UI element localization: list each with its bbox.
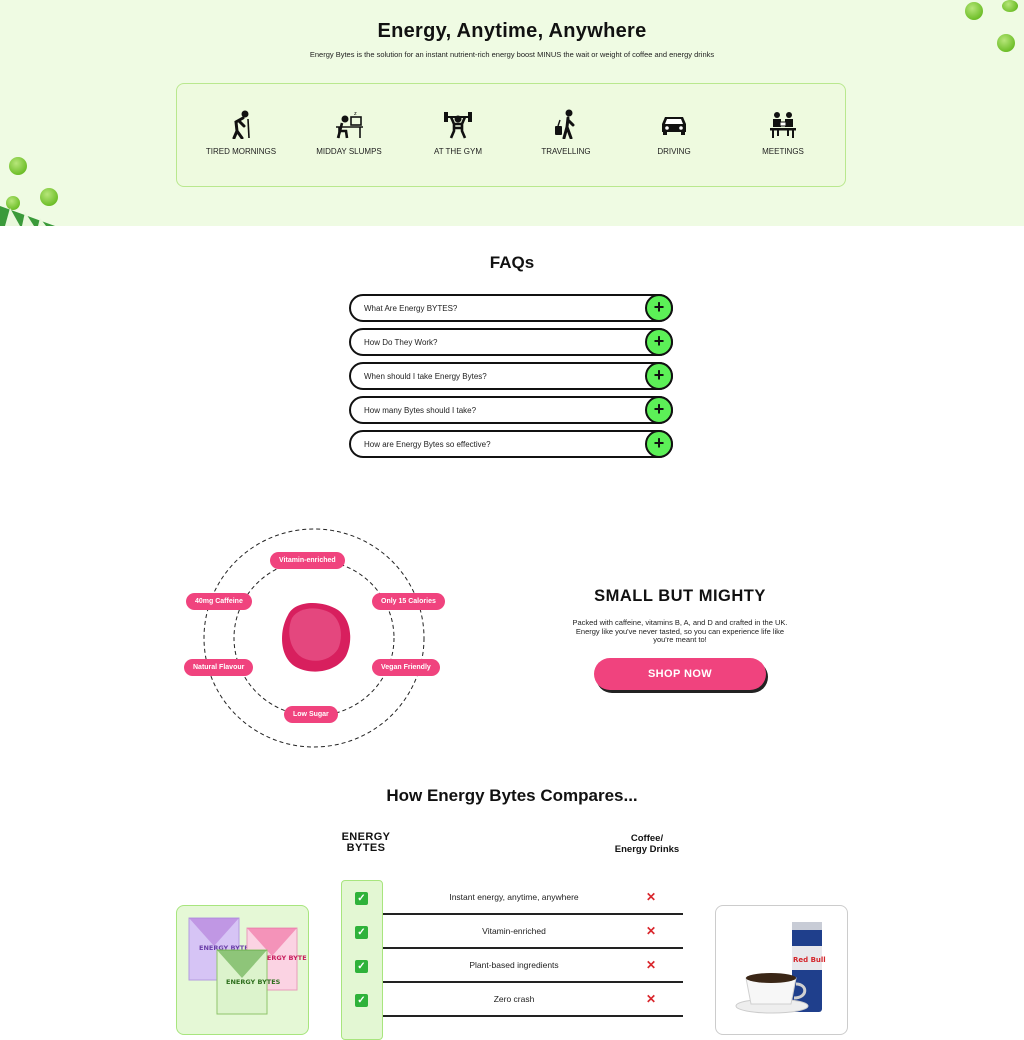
occasion-label: TIRED MORNINGS (205, 147, 277, 156)
occasion-label: AT THE GYM (433, 147, 482, 156)
cross-icon: ✕ (646, 890, 657, 904)
gummy-decoration (965, 2, 983, 20)
competitor-heading-line: Energy Drinks (614, 844, 680, 855)
faq-item[interactable]: How many Bytes should I take? + (349, 396, 673, 424)
occasion-meetings: MEETINGS (733, 109, 833, 156)
package-stripes-decoration (0, 206, 55, 226)
faq-question: How are Energy Bytes so effective? (364, 440, 491, 449)
row-divider (383, 913, 683, 915)
faq-item[interactable]: When should I take Energy Bytes? + (349, 362, 673, 390)
cross-icon: ✕ (646, 924, 657, 938)
occasion-label: MIDDAY SLUMPS (316, 147, 382, 156)
faq-question: When should I take Energy Bytes? (364, 372, 487, 381)
gummy-decoration (997, 34, 1015, 52)
can-label: Red Bull (793, 956, 826, 964)
faq-title: FAQs (489, 253, 535, 272)
occasions-card: TIRED MORNINGS z MIDDAY SLUMPS AT THE GY… (176, 83, 846, 187)
occasion-tired-mornings: TIRED MORNINGS (191, 109, 291, 156)
feature-tag-flavour: Natural Flavour (184, 659, 254, 676)
comparison-title: How Energy Bytes Compares... (386, 786, 638, 805)
shop-now-button[interactable]: SHOP NOW (594, 658, 766, 690)
occasion-at-the-gym: AT THE GYM (408, 109, 508, 156)
energy-bytes-product-image: ENERGY BYTES ENERGY BYTES ENERGY BYTES (176, 905, 312, 1035)
plus-icon[interactable]: + (645, 294, 673, 322)
plus-icon[interactable]: + (645, 328, 673, 356)
feature-tag-caffeine: 40mg Caffeine (186, 593, 252, 610)
feature-tag-vegan: Vegan Friendly (372, 659, 440, 676)
comparison-row-label: Zero crash (493, 994, 535, 1004)
meeting-icon (770, 112, 796, 138)
hero-title: Energy, Anytime, Anywhere (377, 20, 647, 42)
coffee-cup-and-can-illustration: Red Bull (735, 922, 826, 1014)
plus-icon[interactable]: + (645, 430, 673, 458)
row-divider (383, 1015, 683, 1017)
competitor-heading: Coffee/ Energy Drinks (597, 833, 697, 855)
occasion-midday-slumps: z MIDDAY SLUMPS (299, 109, 399, 156)
occasion-driving: DRIVING (624, 109, 724, 156)
faq-item[interactable]: How Do They Work? + (349, 328, 673, 356)
car-icon (662, 117, 686, 135)
desk-worker-icon: z (336, 111, 363, 139)
plus-icon[interactable]: + (645, 362, 673, 390)
check-icon: ✓ (355, 892, 368, 905)
comparison-row-label: Plant-based ingredients (469, 960, 559, 970)
pack-label: ENERGY BYTES (199, 944, 254, 952)
occasion-travelling: TRAVELLING (516, 109, 616, 156)
logo-line: ENERGY (341, 831, 391, 843)
occasion-label: DRIVING (657, 147, 691, 156)
product-packs-illustration: ENERGY BYTES ENERGY BYTES ENERGY BYTES (188, 917, 312, 1015)
faq-item[interactable]: What Are Energy BYTES? + (349, 294, 673, 322)
row-divider (383, 947, 683, 949)
competitor-heading-line: Coffee/ (630, 833, 664, 844)
gummy-decoration (9, 157, 27, 175)
tired-person-icon (232, 110, 250, 139)
faq-question: How many Bytes should I take? (364, 406, 477, 415)
weightlifter-icon (444, 112, 472, 139)
cross-icon: ✕ (646, 958, 657, 972)
energy-bytes-logo: ENERGY BYTES (326, 832, 406, 854)
features-diagram: Vitamin-enriched 40mg Caffeine Only 15 C… (170, 518, 460, 758)
svg-text:z: z (354, 111, 357, 117)
coffee-energy-drink-image: Red Bull (715, 905, 848, 1035)
traveller-suitcase-icon (555, 109, 575, 139)
hero-section: Energy, Anytime, Anywhere Energy Bytes i… (0, 0, 1024, 226)
feature-tag-calories: Only 15 Calories (372, 593, 445, 610)
feature-tag-sugar: Low Sugar (284, 706, 338, 723)
row-divider (383, 981, 683, 983)
faq-question: How Do They Work? (364, 338, 438, 347)
gummy-decoration (6, 196, 20, 210)
check-icon: ✓ (355, 994, 368, 1007)
orbit-rings (203, 528, 425, 748)
pack-label: ENERGY BYTES (257, 954, 307, 962)
check-icon: ✓ (355, 926, 368, 939)
occasion-label: MEETINGS (762, 147, 804, 156)
comparison-row-label: Instant energy, anytime, anywhere (449, 892, 579, 902)
section-title: SMALL BUT MIGHTY (594, 587, 766, 605)
section-description: Packed with caffeine, vitamins B, A, and… (572, 618, 788, 644)
hero-subtitle: Energy Bytes is the solution for an inst… (309, 50, 715, 59)
occasion-label: TRAVELLING (541, 147, 591, 156)
comparison-row-label: Vitamin-enriched (482, 926, 546, 936)
check-icon: ✓ (355, 960, 368, 973)
cross-icon: ✕ (646, 992, 657, 1006)
faq-question: What Are Energy BYTES? (364, 304, 458, 313)
energy-bytes-check-column: ✓ ✓ ✓ ✓ (341, 880, 383, 1040)
plus-icon[interactable]: + (645, 396, 673, 424)
feature-tag-vitamin: Vitamin-enriched (270, 552, 345, 569)
pack-label: ENERGY BYTES (226, 978, 281, 986)
gummy-decoration (1002, 0, 1018, 12)
gummy-decoration (40, 188, 58, 206)
faq-item[interactable]: How are Energy Bytes so effective? + (349, 430, 673, 458)
logo-line: BYTES (346, 842, 386, 854)
